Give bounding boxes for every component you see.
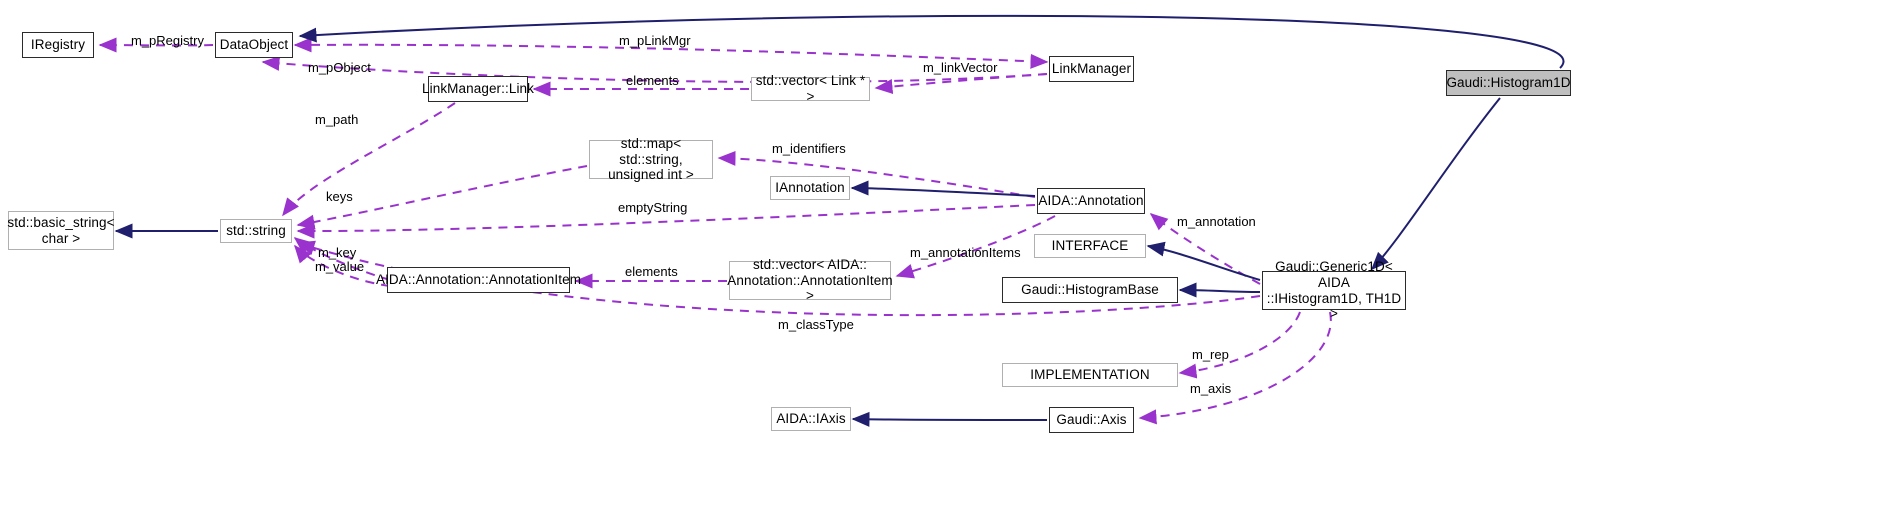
edge-label-elements-item: elements	[625, 264, 678, 279]
edge-annotation-iannotation	[850, 180, 1036, 197]
edge-label-m_value: m_value	[315, 259, 365, 274]
edge-label-m_classType: m_classType	[778, 317, 854, 332]
edge-histogram1d-dataobject	[298, 14, 1565, 69]
edge-label-m_linkVector: m_linkVector	[923, 60, 998, 75]
edge-m_axis	[1138, 311, 1332, 425]
node-basic-string[interactable]: std::basic_string< char >	[7, 211, 115, 250]
edge-label-m_pRegistry: m_pRegistry	[131, 33, 204, 48]
node-map-string-uint[interactable]: std::map< std::string, unsigned int >	[589, 136, 713, 182]
edge-generic1d-interface	[1146, 241, 1261, 281]
node-vector-link-ptr[interactable]: std::vector< Link * >	[751, 73, 870, 104]
edge-label-m_pLinkMgr: m_pLinkMgr	[619, 33, 691, 48]
node-std-string[interactable]: std::string	[220, 219, 292, 243]
edge-m_pLinkMgr	[293, 37, 1049, 69]
edge-label-m_annotationItems: m_annotationItems	[910, 245, 1021, 260]
edge-label-m_axis: m_axis	[1190, 381, 1232, 396]
edge-m_identifiers	[717, 150, 1036, 198]
node-implementation[interactable]: IMPLEMENTATION	[1002, 363, 1178, 387]
node-interface[interactable]: INTERFACE	[1034, 234, 1146, 258]
node-gaudi-generic1d[interactable]: Gaudi::Generic1D< AIDA ::IHistogram1D, T…	[1262, 259, 1406, 321]
edge-m_rep	[1178, 311, 1301, 379]
node-linkmanager[interactable]: LinkManager	[1049, 56, 1134, 82]
edge-label-emptyString: emptyString	[618, 200, 688, 215]
node-vector-annotation-item[interactable]: std::vector< AIDA:: Annotation::Annotati…	[727, 257, 893, 304]
edge-m_pObject	[261, 55, 1048, 84]
edge-emptyString	[296, 204, 1036, 239]
inheritance-edges	[114, 14, 1565, 427]
edge-histogram1d-generic1d	[1370, 97, 1501, 271]
node-dataobject[interactable]: DataObject	[215, 32, 293, 58]
node-aida-iaxis[interactable]: AIDA::IAxis	[771, 407, 851, 431]
edge-label-m_pObject: m_pObject	[308, 60, 371, 75]
edge-label-m_annotation: m_annotation	[1177, 214, 1256, 229]
edge-label-m_identifiers: m_identifiers	[772, 141, 846, 156]
edge-label-keys: keys	[326, 189, 353, 204]
node-iregistry[interactable]: IRegistry	[22, 32, 94, 58]
edge-generic1d-histogrambase	[1178, 282, 1261, 298]
edge-keys	[296, 165, 588, 230]
edge-m_annotationItems	[895, 215, 1056, 279]
node-gaudi-axis[interactable]: Gaudi::Axis	[1049, 407, 1134, 433]
edge-label-m_path: m_path	[315, 112, 359, 127]
node-linkmanager-link[interactable]: LinkManager::Link	[422, 76, 534, 102]
edge-label-elements-link: elements	[626, 73, 679, 88]
node-iannotation[interactable]: IAnnotation	[770, 176, 850, 200]
node-annotation-item[interactable]: AIDA::Annotation::AnnotationItem	[376, 267, 581, 293]
edge-label-m_rep: m_rep	[1192, 347, 1229, 362]
node-aida-annotation[interactable]: AIDA::Annotation	[1037, 188, 1145, 214]
node-gaudi-histogram1d[interactable]: Gaudi::Histogram1D	[1446, 70, 1571, 96]
node-gaudi-histogrambase[interactable]: Gaudi::HistogramBase	[1002, 277, 1178, 303]
edge-label-m_key: m_key	[318, 245, 357, 260]
edge-m_linkVector	[874, 73, 1048, 94]
edge-gaudiaxis-iaxis	[851, 411, 1048, 427]
